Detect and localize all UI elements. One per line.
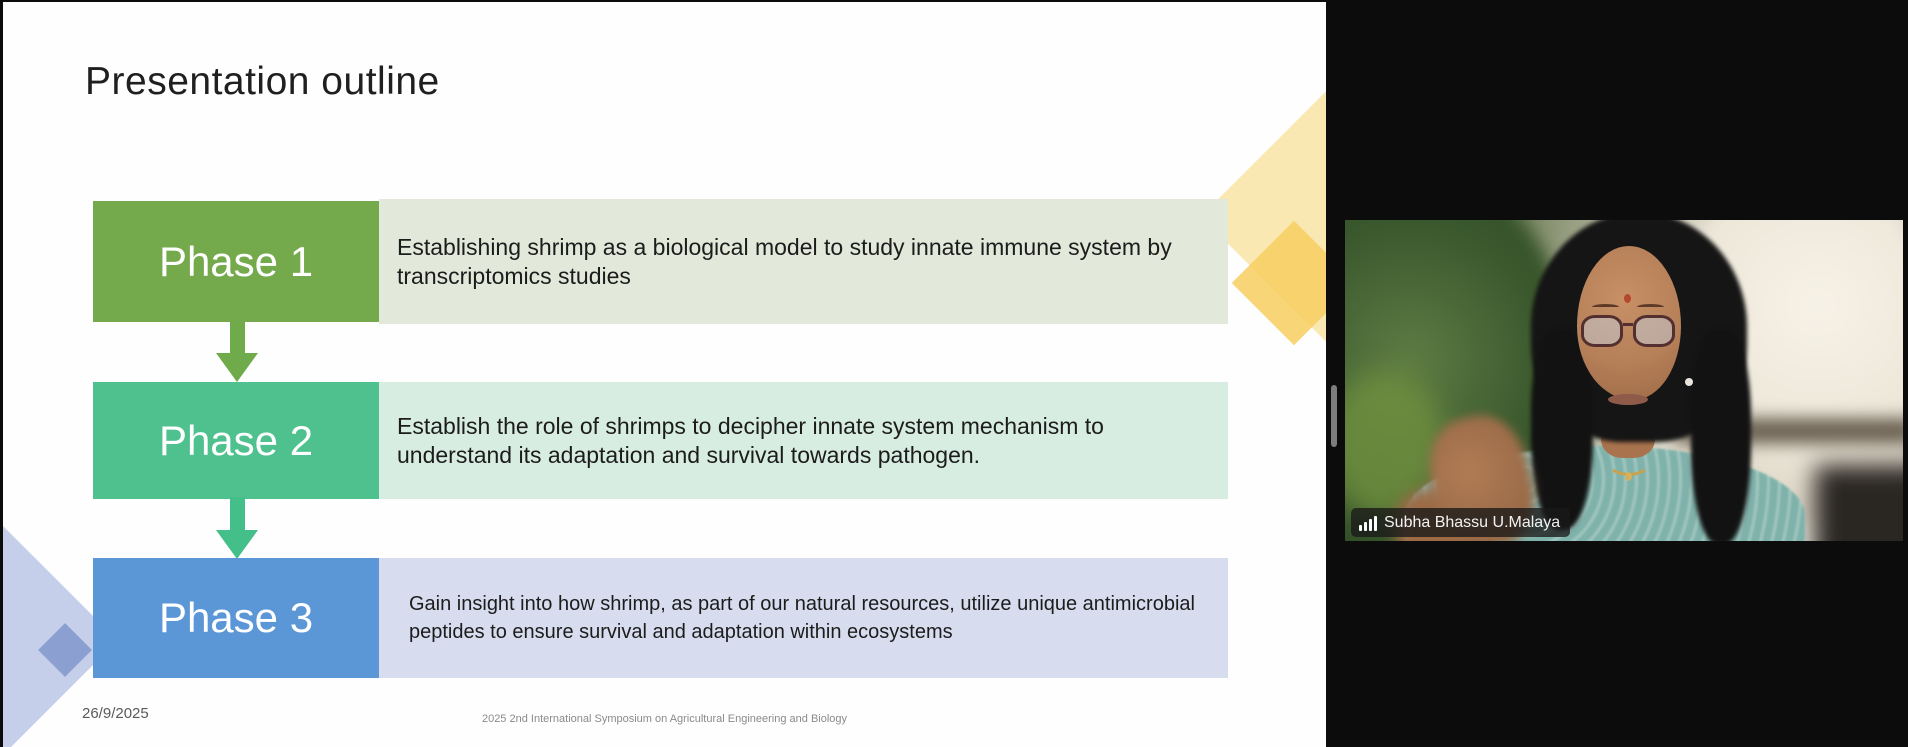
video-background-shadow [1815, 465, 1903, 541]
phase-3-box: Phase 3 [93, 558, 379, 678]
down-arrow-icon [216, 497, 258, 559]
participant-mouth [1608, 394, 1648, 405]
participant-video-tile[interactable]: Subha Bhassu U.Malaya [1345, 220, 1903, 541]
phase-2-box: Phase 2 [93, 382, 379, 499]
phase-1-box: Phase 1 [93, 201, 379, 322]
arrow-head [216, 530, 258, 559]
participant-earring [1685, 378, 1693, 386]
phase-1-description: Establishing shrimp as a biological mode… [397, 233, 1172, 289]
phase-2-label: Phase 2 [158, 416, 314, 464]
arrow-head [216, 353, 258, 382]
panel-scrollbar-handle[interactable] [1331, 385, 1337, 447]
participant-hair-right-lobe [1691, 330, 1751, 541]
down-arrow-icon [216, 321, 258, 382]
arrow-stem [230, 497, 245, 531]
participant-name: Subha Bhassu U.Malaya [1384, 513, 1561, 531]
glasses-icon [1581, 315, 1677, 349]
participant-name-tag: Subha Bhassu U.Malaya [1351, 508, 1571, 537]
participant-eyebrow-left [1592, 304, 1619, 310]
slide-footer-conference: 2025 2nd International Symposium on Agri… [481, 713, 848, 725]
arrow-stem [230, 321, 245, 354]
glasses-bridge [1623, 323, 1633, 326]
phase-3-label: Phase 3 [158, 594, 314, 641]
phase-3-description: Gain insight into how shrimp, as part of… [409, 593, 1195, 643]
phase-1-panel: Establishing shrimp as a biological mode… [379, 199, 1228, 324]
slide-title: Presentation outline [85, 60, 440, 103]
slide-footer-date: 26/9/2025 [82, 705, 149, 722]
phase-2-panel: Establish the role of shrimps to deciphe… [379, 382, 1228, 499]
participant-pendant [1625, 472, 1632, 481]
phase-2-description: Establish the role of shrimps to deciphe… [397, 412, 1104, 468]
glasses-left-lens [1581, 315, 1623, 347]
participant-eyebrow-right [1637, 304, 1664, 310]
phase-1-label: Phase 1 [158, 237, 314, 285]
phase-3-panel: Gain insight into how shrimp, as part of… [379, 558, 1228, 678]
presentation-slide: Presentation outline Phase 1 Establishin… [3, 2, 1326, 747]
participant-bindi [1624, 294, 1631, 303]
glasses-right-lens [1633, 315, 1675, 347]
participant-hair-left-lobe [1531, 330, 1593, 530]
signal-bars-icon [1359, 515, 1377, 531]
